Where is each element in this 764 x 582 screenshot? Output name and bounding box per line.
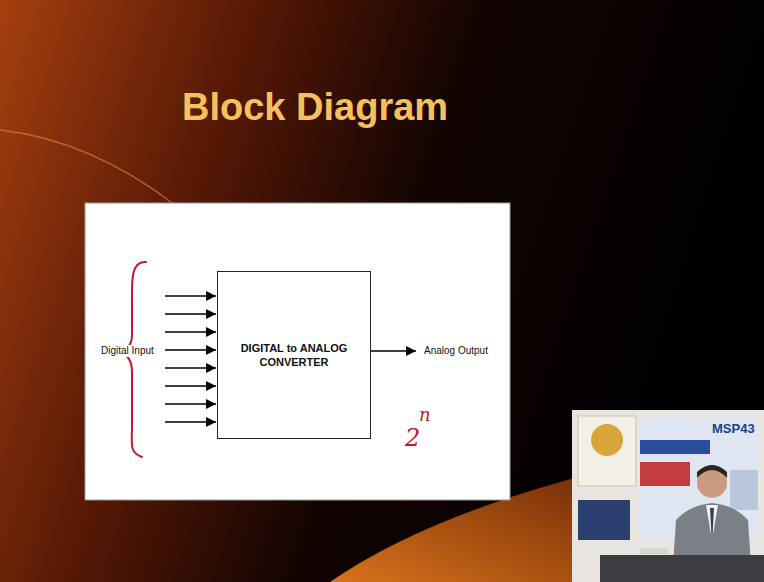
decor-curve [0, 130, 175, 205]
handwritten-base: 2 [405, 424, 420, 453]
diagram-panel [85, 203, 510, 500]
handwritten-brace [119, 262, 146, 457]
presenter-inset [572, 410, 764, 582]
input-label: Digital Input [100, 345, 155, 357]
handwritten-exponent: n [419, 404, 431, 426]
slide-title: Block Diagram [182, 88, 448, 126]
converter-box: DIGITAL to ANALOG CONVERTER [217, 271, 371, 439]
inset-banner-text: MSP43 [712, 421, 755, 437]
block-label: DIGITAL to ANALOG CONVERTER [228, 341, 360, 370]
input-arrows [165, 296, 216, 422]
output-label: Analog Output [424, 345, 488, 357]
output-arrow [370, 350, 416, 352]
